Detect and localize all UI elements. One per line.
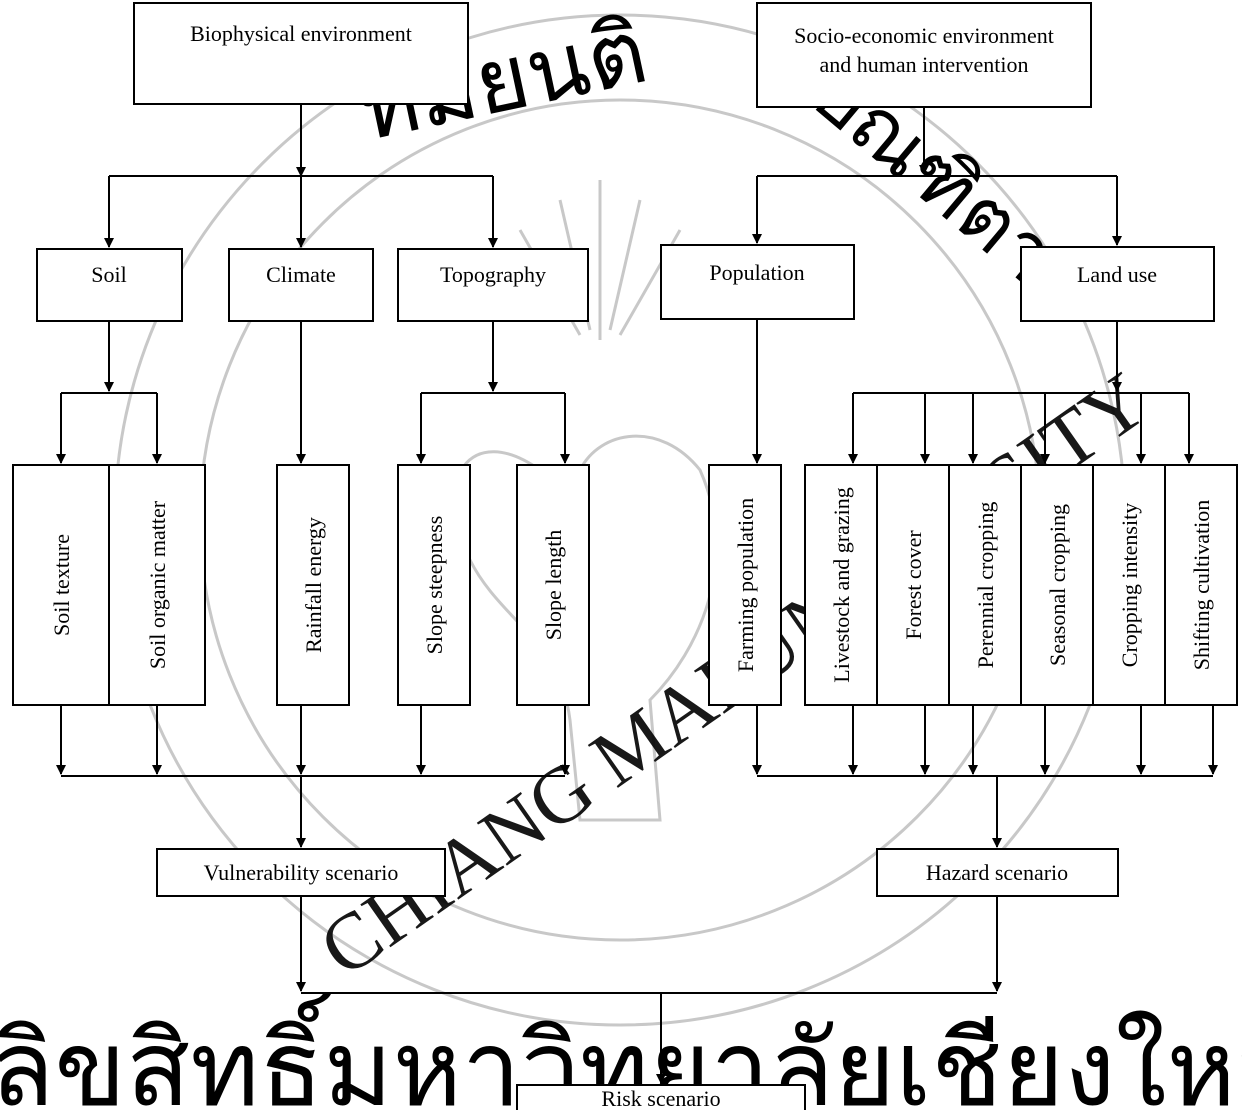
- factor-boxes: Soil texture Soil organic matter Rainfal…: [12, 464, 1238, 706]
- box-topography: [397, 248, 589, 322]
- label-socio-line2: and human intervention: [820, 52, 1029, 77]
- label-rainfall-energy: Rainfall energy: [301, 517, 326, 653]
- label-risk-scenario: Risk scenario: [601, 1086, 720, 1110]
- box-soil: [36, 248, 183, 322]
- connectors: [56, 104, 1218, 1084]
- box-seasonal-cropping: [1020, 464, 1094, 706]
- label-population: Population: [709, 260, 804, 285]
- box-soil-texture: [12, 464, 110, 706]
- label-livestock-grazing: Livestock and grazing: [829, 487, 854, 683]
- box-socio-economic: [756, 2, 1092, 108]
- box-farming-population: [708, 464, 782, 706]
- label-biophysical: Biophysical environment: [190, 21, 412, 46]
- label-farming-population: Farming population: [733, 498, 758, 672]
- top-boxes: Biophysical environment Socio-economic e…: [133, 2, 1092, 108]
- second-row-boxes: Soil Climate Topography Population Land …: [36, 244, 1215, 322]
- label-topography: Topography: [440, 262, 546, 287]
- box-rainfall-energy: [276, 464, 350, 706]
- box-slope-length: [516, 464, 590, 706]
- label-perennial-cropping: Perennial cropping: [973, 502, 998, 669]
- box-cropping-intensity: [1092, 464, 1166, 706]
- scenario-boxes: Vulnerability scenario Hazard scenario R…: [156, 848, 1119, 1110]
- label-climate: Climate: [266, 262, 336, 287]
- label-soil: Soil: [91, 262, 126, 287]
- box-shifting-cultivation: [1164, 464, 1238, 706]
- label-forest-cover: Forest cover: [901, 530, 926, 640]
- label-slope-steepness: Slope steepness: [422, 516, 447, 655]
- box-livestock-grazing: [804, 464, 878, 706]
- label-hazard-scenario: Hazard scenario: [926, 860, 1068, 885]
- box-risk-scenario: [516, 1084, 806, 1110]
- label-soil-organic-matter: Soil organic matter: [145, 500, 170, 669]
- box-climate: [228, 248, 374, 322]
- box-hazard-scenario: [876, 848, 1119, 897]
- box-soil-organic-matter: [108, 464, 206, 706]
- label-cropping-intensity: Cropping intensity: [1117, 503, 1142, 667]
- label-vulnerability-scenario: Vulnerability scenario: [204, 860, 399, 885]
- box-vulnerability-scenario: [156, 848, 446, 897]
- label-land-use: Land use: [1077, 262, 1157, 287]
- box-perennial-cropping: [948, 464, 1022, 706]
- box-land-use: [1020, 246, 1215, 322]
- label-slope-length: Slope length: [541, 530, 566, 641]
- label-soil-texture: Soil texture: [49, 534, 74, 636]
- box-slope-steepness: [397, 464, 471, 706]
- label-shifting-cultivation: Shifting cultivation: [1189, 500, 1214, 671]
- box-biophysical: [133, 2, 469, 105]
- label-seasonal-cropping: Seasonal cropping: [1045, 504, 1070, 666]
- label-socio-line1: Socio-economic environment: [794, 23, 1054, 48]
